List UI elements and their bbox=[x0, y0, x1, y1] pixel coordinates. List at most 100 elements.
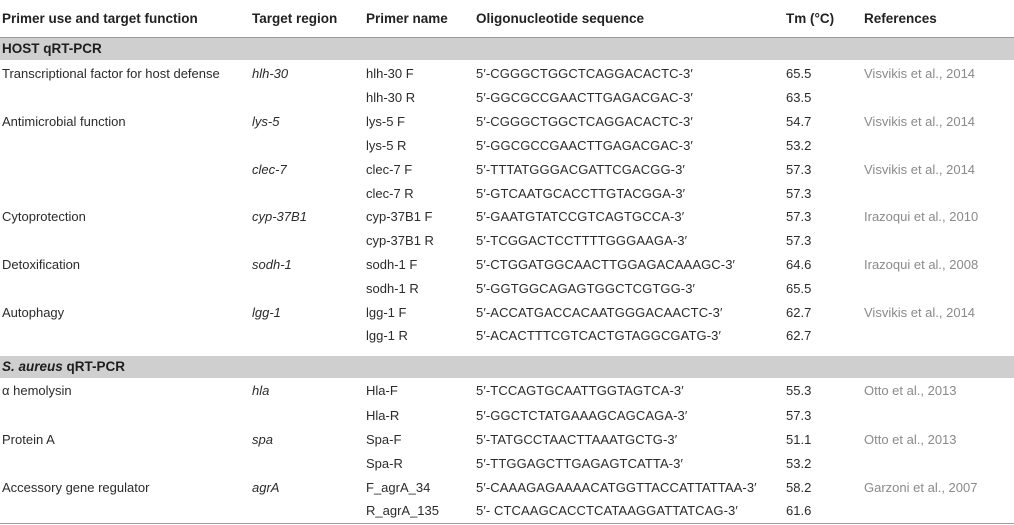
cell-function: Accessory gene regulator bbox=[2, 479, 150, 495]
cell-primer-name: hlh-30 R bbox=[366, 90, 416, 106]
cell-function bbox=[0, 229, 250, 253]
cell-sequence: 5′-CGGGCTGGCTCAGGACACTC-3′ bbox=[476, 114, 693, 130]
cell-tm: 65.5 bbox=[786, 280, 812, 296]
section-title-italic: S. aureus bbox=[2, 359, 63, 375]
cell-primer-name: clec-7 F bbox=[366, 161, 413, 177]
section-title-text: HOST qRT-PCR bbox=[2, 41, 102, 57]
cell-primer-name: Hla-F bbox=[366, 383, 398, 399]
section-header-row: HOST qRT-PCR bbox=[0, 37, 1014, 60]
cell-reference: Visvikis et al., 2014 bbox=[864, 161, 976, 177]
cell-reference: Visvikis et al., 2014 bbox=[864, 114, 976, 130]
cell-target-region: hlh-30 bbox=[252, 65, 289, 81]
cell-primer-name: sodh-1 R bbox=[366, 280, 419, 296]
table-row: sodh-1 R 5′-GGTGGCAGAGTGGCTCGTGG-3′ 65.5 bbox=[0, 276, 1014, 300]
cell-sequence: 5′-GAATGTATCCGTCAGTGCCA-3′ bbox=[476, 209, 685, 225]
cell-sequence: 5′-CAAAGAGAAAACATGGTTACCATTATTAA-3′ bbox=[476, 479, 757, 495]
cell-reference bbox=[862, 404, 1014, 428]
cell-function: Detoxification bbox=[2, 256, 81, 272]
cell-sequence: 5′-ACCATGACCACAATGGGACAACTC-3′ bbox=[476, 304, 723, 320]
cell-primer-name: lgg-1 F bbox=[366, 304, 407, 320]
cell-sequence: 5′-CGGGCTGGCTCAGGACACTC-3′ bbox=[476, 65, 693, 81]
column-header-function: Primer use and target function bbox=[0, 0, 250, 38]
cell-sequence: 5′-GTCAATGCACCTTGTACGGA-3′ bbox=[476, 185, 686, 201]
cell-function bbox=[0, 404, 250, 428]
header-row: Primer use and target function Target re… bbox=[0, 0, 1014, 38]
cell-tm: 57.3 bbox=[786, 161, 812, 177]
cell-sequence: 5′-TTTATGGGACGATTCGACGG-3′ bbox=[476, 161, 685, 177]
cell-tm: 63.5 bbox=[786, 90, 812, 106]
cell-function bbox=[0, 86, 250, 110]
cell-target-region bbox=[250, 229, 364, 253]
cell-target-region bbox=[250, 404, 364, 428]
cell-reference bbox=[862, 181, 1014, 205]
table-row: cyp-37B1 R 5′-TCGGACTCCTTTTGGGAAGA-3′ 57.3 bbox=[0, 229, 1014, 253]
cell-tm: 57.3 bbox=[786, 185, 812, 201]
cell-function bbox=[0, 134, 250, 158]
cell-function: Cytoprotection bbox=[2, 209, 86, 225]
cell-tm: 64.6 bbox=[786, 256, 812, 272]
cell-reference bbox=[862, 276, 1014, 300]
cell-target-region bbox=[250, 181, 364, 205]
cell-reference bbox=[862, 498, 1014, 524]
cell-target-region: sodh-1 bbox=[252, 256, 292, 272]
cell-function bbox=[0, 451, 250, 475]
cell-target-region: lys-5 bbox=[252, 114, 280, 130]
cell-sequence: 5′-GGCTCTATGAAAGCAGCAGA-3′ bbox=[476, 408, 688, 424]
cell-tm: 62.7 bbox=[786, 304, 812, 320]
cell-reference bbox=[862, 86, 1014, 110]
cell-target-region bbox=[250, 324, 364, 348]
cell-primer-name: Hla-R bbox=[366, 408, 400, 424]
cell-primer-name: R_agrA_135 bbox=[364, 498, 474, 524]
cell-tm: 62.7 bbox=[786, 328, 812, 344]
cell-sequence: 5′-TTGGAGCTTGAGAGTCATTA-3′ bbox=[476, 455, 684, 471]
table-row: hlh-30 R 5′-GGCGCCGAACTTGAGACGAC-3′ 63.5 bbox=[0, 86, 1014, 110]
cell-target-region bbox=[250, 86, 364, 110]
cell-function: Antimicrobial function bbox=[2, 114, 126, 130]
cell-target-region: lgg-1 bbox=[252, 304, 281, 320]
column-header-primer-name: Primer name bbox=[364, 0, 474, 38]
cell-target-region bbox=[250, 134, 364, 158]
cell-reference: Visvikis et al., 2014 bbox=[864, 304, 976, 320]
cell-primer-name: cyp-37B1 R bbox=[366, 233, 434, 249]
cell-reference bbox=[862, 229, 1014, 253]
cell-primer-name: lys-5 R bbox=[366, 137, 407, 153]
cell-function: Transcriptional factor for host defense bbox=[2, 65, 220, 81]
cell-reference: Otto et al., 2013 bbox=[864, 431, 957, 447]
section-spacer-cell bbox=[0, 348, 1014, 356]
cell-reference bbox=[862, 451, 1014, 475]
cell-target-region: agrA bbox=[252, 479, 280, 495]
cell-sequence: 5′-GGCGCCGAACTTGAGACGAC-3′ bbox=[476, 90, 693, 106]
cell-sequence: 5′-TCGGACTCCTTTTGGGAAGA-3′ bbox=[476, 233, 688, 249]
cell-tm: 58.2 bbox=[786, 479, 812, 495]
cell-sequence: 5′-GGTGGCAGAGTGGCTCGTGG-3′ bbox=[476, 280, 696, 296]
column-header-target-region: Target region bbox=[250, 0, 364, 38]
table-body: HOST qRT-PCR Transcriptional factor for h… bbox=[0, 37, 1014, 524]
cell-function bbox=[0, 157, 250, 181]
cell-primer-name: F_agrA_34 bbox=[366, 479, 431, 495]
cell-target-region bbox=[250, 451, 364, 475]
table-row: Transcriptional factor for host defense h… bbox=[0, 60, 1014, 86]
cell-reference: Garzoni et al., 2007 bbox=[864, 479, 978, 495]
cell-sequence: 5′-CTGGATGGCAACTTGGAGACAAAGC-3′ bbox=[476, 256, 736, 272]
cell-tm: 57.3 bbox=[786, 233, 812, 249]
cell-tm: 57.3 bbox=[786, 209, 812, 225]
cell-primer-name: hlh-30 F bbox=[366, 65, 414, 81]
cell-function: α hemolysin bbox=[2, 383, 72, 399]
cell-function bbox=[0, 498, 250, 524]
cell-reference: Visvikis et al., 2014 bbox=[864, 65, 976, 81]
cell-tm: 65.5 bbox=[786, 65, 812, 81]
cell-function: Protein A bbox=[2, 431, 55, 447]
